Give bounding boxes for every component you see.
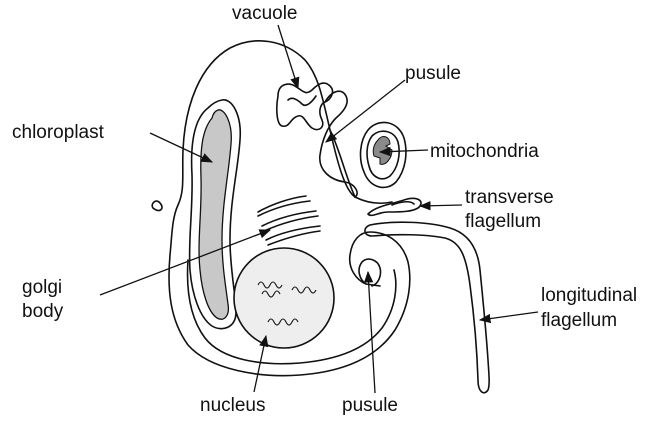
pointer-pusule-bottom [368,272,375,393]
label-vacuole: vacuole [232,2,298,25]
mitochondria-inner [373,137,392,165]
longitudinal-flagellum [365,222,489,393]
label-chloroplast: chloroplast [12,121,104,144]
label-longitudinal-flagellum: flagellum [541,309,617,332]
chloroplast [199,110,231,319]
label-nucleus: nucleus [200,394,266,417]
label-pusule-bottom: pusule [342,394,398,417]
pointer-longitudinal [480,312,538,320]
cell-upper-right [330,130,355,197]
label-mitochondria: mitochondria [430,140,539,163]
label-golgi-body: body [22,300,63,323]
nucleus [234,248,334,348]
label-pusule-top: pusule [405,62,461,85]
golgi-body [258,196,320,245]
vacuole-inner [288,96,316,105]
label-golgi: golgi [22,276,62,299]
pointer-vacuole [278,25,298,88]
transverse-flagellum [368,198,421,215]
label-transverse: transverse [465,186,554,209]
pointer-transverse [420,205,462,206]
pointer-nucleus [254,336,266,392]
label-longitudinal: longitudinal [541,284,637,307]
label-transverse-flagellum: flagellum [465,210,541,233]
cell-notch [152,201,162,210]
